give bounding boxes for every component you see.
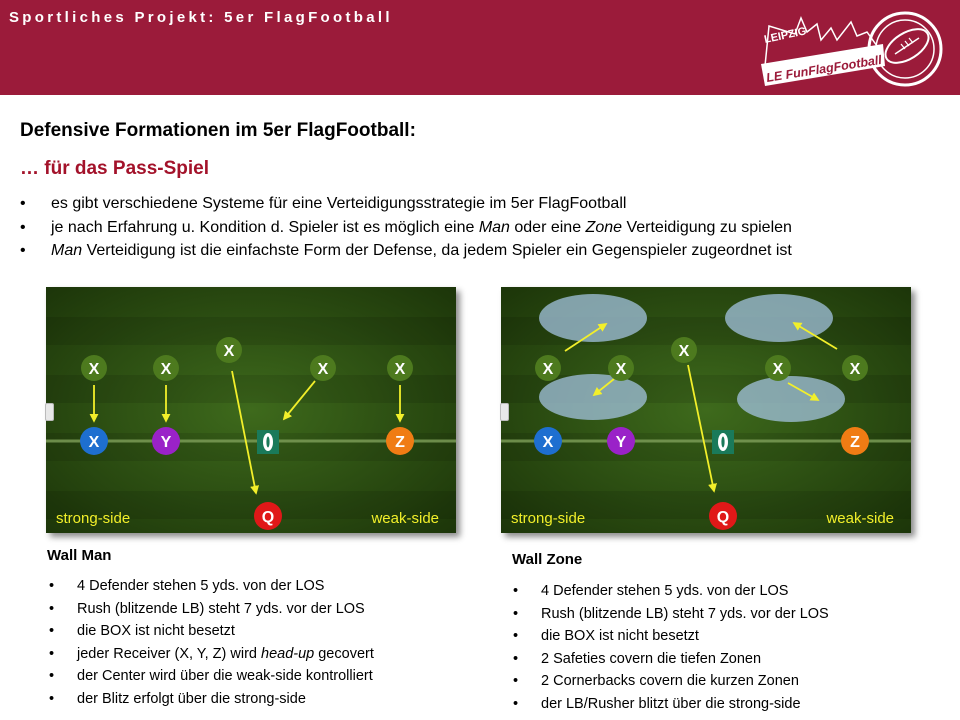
diagram-resize-handle[interactable] [500, 403, 509, 421]
list-item: 4 Defender stehen 5 yds. von der LOS [47, 575, 374, 598]
intro-bullet-2: je nach Erfahrung u. Kondition d. Spiele… [20, 216, 950, 240]
svg-text:X: X [161, 361, 172, 378]
list-item: Rush (blitzende LB) steht 7 yds. vor der… [47, 598, 374, 621]
svg-text:Z: Z [395, 434, 405, 451]
page-heading: Defensive Formationen im 5er FlagFootbal… [20, 120, 416, 141]
diagram-resize-handle[interactable] [45, 403, 54, 421]
receiver-y: Y [152, 427, 180, 455]
receiver-x: X [534, 427, 562, 455]
svg-text:X: X [318, 361, 329, 378]
weak-side-label: weak-side [825, 510, 894, 527]
receiver-x: X [80, 427, 108, 455]
defender-x-4: X [387, 355, 413, 381]
list-item: die BOX ist nicht besetzt [511, 625, 829, 648]
wall-man-list: 4 Defender stehen 5 yds. von der LOS Rus… [47, 575, 374, 711]
wall-zone-diagram: X X X X X X Y Z Q strong-side weak-side [501, 287, 911, 533]
defender-x-1: X [81, 355, 107, 381]
receiver-y: Y [607, 427, 635, 455]
svg-text:X: X [850, 361, 861, 378]
svg-text:X: X [543, 361, 554, 378]
svg-text:X: X [224, 343, 235, 360]
svg-text:Y: Y [616, 434, 627, 451]
deep-zone-left [539, 294, 647, 342]
short-zone-right [737, 376, 845, 422]
defender-x-2: X [608, 355, 634, 381]
svg-text:X: X [89, 434, 100, 451]
svg-text:X: X [773, 361, 784, 378]
wall-man-diagram: X X X X X X Y Z Q strong-side weak-side [46, 287, 456, 533]
defender-x-3: X [310, 355, 336, 381]
defender-x-2: X [153, 355, 179, 381]
deep-zone-right [725, 294, 833, 342]
rusher-x: X [671, 337, 697, 363]
list-item: 2 Cornerbacks covern die kurzen Zonen [511, 670, 829, 693]
svg-text:Z: Z [850, 434, 860, 451]
list-item: 2 Safeties covern die tiefen Zonen [511, 648, 829, 671]
header-bar: Sportliches Projekt: 5er FlagFootball LE… [0, 0, 960, 95]
list-item: 4 Defender stehen 5 yds. von der LOS [511, 580, 829, 603]
list-item: der LB/Rusher blitzt über die strong-sid… [511, 693, 829, 716]
quarterback-q: Q [254, 502, 282, 530]
list-item: die BOX ist nicht besetzt [47, 620, 374, 643]
center-football-icon [257, 430, 279, 454]
defender-x-1: X [535, 355, 561, 381]
rusher-x: X [216, 337, 242, 363]
strong-side-label: strong-side [56, 510, 130, 527]
svg-text:X: X [679, 343, 690, 360]
intro-bullet-1: es gibt verschiedene Systeme für eine Ve… [20, 192, 950, 216]
svg-text:Q: Q [717, 509, 729, 526]
svg-text:X: X [395, 361, 406, 378]
intro-bullet-3: Man Verteidigung ist die einfachste Form… [20, 239, 950, 263]
wall-zone-title: Wall Zone [512, 551, 583, 568]
list-item: jeder Receiver (X, Y, Z) wird head-up ge… [47, 643, 374, 666]
header-title: Sportliches Projekt: 5er FlagFootball [9, 9, 393, 26]
page-subheading: … für das Pass-Spiel [20, 158, 210, 179]
center-football-icon [712, 430, 734, 454]
quarterback-q: Q [709, 502, 737, 530]
svg-text:X: X [89, 361, 100, 378]
svg-text:X: X [616, 361, 627, 378]
svg-text:Q: Q [262, 509, 274, 526]
defender-x-4: X [842, 355, 868, 381]
list-item: der Center wird über die weak-side kontr… [47, 665, 374, 688]
svg-text:X: X [543, 434, 554, 451]
wall-man-title: Wall Man [47, 547, 112, 564]
receiver-z: Z [386, 427, 414, 455]
logo-text-leipzig: LEIPZIG [763, 25, 807, 46]
list-item: der Blitz erfolgt über die strong-side [47, 688, 374, 711]
strong-side-label: strong-side [511, 510, 585, 527]
wall-zone-list: 4 Defender stehen 5 yds. von der LOS Rus… [511, 580, 829, 716]
receiver-z: Z [841, 427, 869, 455]
list-item: Rush (blitzende LB) steht 7 yds. vor der… [511, 603, 829, 626]
weak-side-label: weak-side [370, 510, 439, 527]
intro-bullet-list: es gibt verschiedene Systeme für eine Ve… [20, 192, 950, 263]
svg-text:Y: Y [161, 434, 172, 451]
short-zone-left [539, 374, 647, 420]
defender-x-3: X [765, 355, 791, 381]
fun-flagfootball-logo: LEIPZIG LE FunFlagFootball [761, 11, 943, 87]
